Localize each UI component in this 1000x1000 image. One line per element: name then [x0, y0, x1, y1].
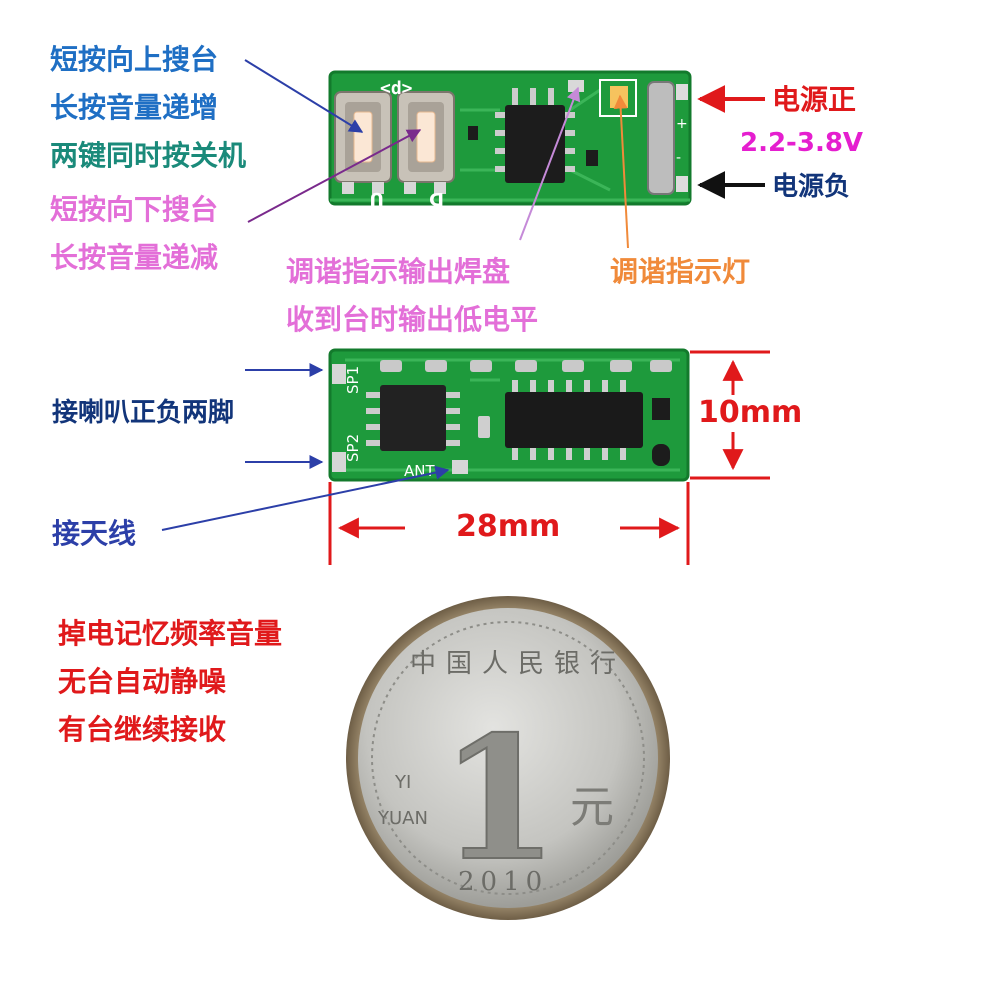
silk-ant: ANT [404, 462, 435, 480]
button-down-switch [397, 91, 455, 194]
label-height-10mm: 10mm [698, 395, 803, 430]
label-both-keys: 两键同时按关机 [50, 139, 247, 172]
arrow-down-key [247, 129, 422, 223]
silk-sp2: SP2 [344, 434, 362, 462]
label-up-short: 短按向上搜台 [50, 43, 219, 76]
arrow-tune-pad [519, 86, 581, 241]
arrow-antenna [161, 465, 450, 531]
bottom-small-chip [366, 385, 460, 451]
button-up-switch [334, 91, 392, 194]
label-antenna: 接天线 [52, 517, 137, 550]
silk-u-mark: U [369, 188, 384, 209]
pcb-bottom-view: SP1 SP2 ANT [328, 348, 690, 482]
coin-issuer: 中国人民银行 [410, 649, 626, 679]
label-tune-led: 调谐指示灯 [610, 255, 751, 288]
speaker-pad-2 [332, 452, 346, 472]
label-tune-pad-2: 收到台时输出低电平 [286, 303, 539, 336]
label-power-positive: 电源正 [772, 83, 857, 116]
antenna-pad [452, 460, 468, 474]
label-feature-memory: 掉电记忆频率音量 [58, 617, 283, 650]
coin-pinyin-yi: YI [394, 772, 411, 793]
silk-d-mark: D [429, 188, 444, 209]
label-width-28mm: 28mm [456, 509, 561, 544]
tuning-output-pad [568, 80, 584, 92]
label-tune-pad-1: 调谐指示输出焊盘 [286, 255, 511, 288]
dimension-lines [328, 350, 770, 565]
label-feature-receive: 有台继续接收 [58, 713, 227, 746]
label-speaker: 接喇叭正负两脚 [52, 398, 235, 428]
coin-pinyin-yuan: YUAN [377, 808, 428, 829]
label-feature-squelch: 无台自动静噪 [58, 665, 227, 698]
coin-year: 2010 [458, 867, 548, 897]
arrow-tune-led [613, 94, 629, 249]
coin-one-yuan: 1 元 YI YUAN 2010 中国人民银行 [346, 596, 670, 920]
label-down-short: 短按向下搜台 [50, 193, 219, 226]
tuning-led [610, 86, 628, 108]
coin-denomination: 1 [440, 699, 558, 899]
label-voltage: 2.2-3.8V [740, 128, 864, 158]
speaker-pad-1 [332, 364, 346, 384]
arrow-up-key [244, 59, 364, 133]
coin-unit: 元 [570, 782, 614, 833]
silk-sp1: SP1 [344, 366, 362, 394]
label-up-long: 长按音量递增 [50, 91, 219, 124]
pcb-top-view: <d> U D + - [328, 70, 692, 209]
silk-plus-mark: + [676, 116, 688, 132]
silk-minus-mark: - [676, 150, 681, 166]
label-power-negative: 电源负 [772, 172, 851, 202]
silk-arrow-mark: <d> [380, 78, 413, 99]
bottom-radio-chip [505, 380, 643, 460]
label-down-long: 长按音量递减 [50, 241, 219, 274]
power-contact [647, 81, 675, 195]
